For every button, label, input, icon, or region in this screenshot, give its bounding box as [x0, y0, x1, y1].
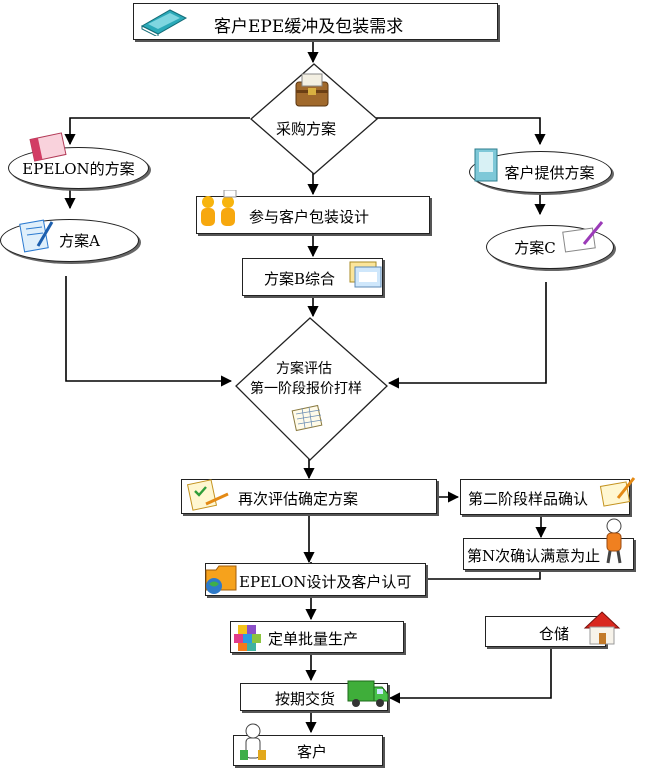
arrow-plan-c-to-evaluate — [387, 282, 547, 389]
book-icon — [140, 9, 188, 36]
node-epelon-design: EPELON设计及客户认可 — [205, 563, 426, 596]
node-top-requirement: 客户EPE缓冲及包装需求 — [133, 3, 498, 40]
house-icon — [583, 611, 621, 645]
arrow-storage-to-delivery — [388, 647, 552, 704]
arrow-purchase-to-epelon — [64, 117, 250, 146]
grid-sheet-icon — [291, 404, 323, 432]
diamond-evaluate — [235, 317, 388, 461]
node-epelon-plan: EPELON的方案 — [8, 147, 149, 189]
arrow-purchase-to-client — [376, 117, 546, 146]
node-storage: 仓储 — [485, 616, 606, 647]
notebook-icon — [29, 132, 67, 162]
checklist-icon — [599, 477, 636, 507]
node-stage2: 第二阶段样品确认 — [460, 479, 630, 515]
checklist-icon — [186, 479, 229, 511]
top-requirement-label: 客户EPE缓冲及包装需求 — [214, 17, 404, 37]
shopper-icon — [240, 723, 266, 760]
person-icon — [606, 518, 622, 564]
blocks-icon — [234, 625, 261, 651]
files-icon — [349, 261, 382, 288]
notepad-icon — [19, 219, 54, 253]
notepad-icon — [562, 221, 604, 253]
people-icon — [201, 190, 237, 226]
folder-icon — [205, 565, 237, 594]
node-plan-b: 方案B综合 — [242, 258, 383, 296]
purchase-label: 采购方案 — [276, 120, 337, 138]
node-nth-confirm: 第N次确认满意为止 — [463, 538, 634, 570]
briefcase-icon — [295, 73, 329, 107]
evaluate-label-line2: 第一阶段报价打样 — [250, 381, 362, 397]
document-icon — [474, 148, 498, 182]
arrow-plan-a-to-evaluate — [65, 276, 233, 387]
diamond-purchase — [250, 63, 378, 175]
truck-icon — [347, 680, 389, 707]
evaluate-label-line1: 方案评估 — [276, 361, 332, 377]
